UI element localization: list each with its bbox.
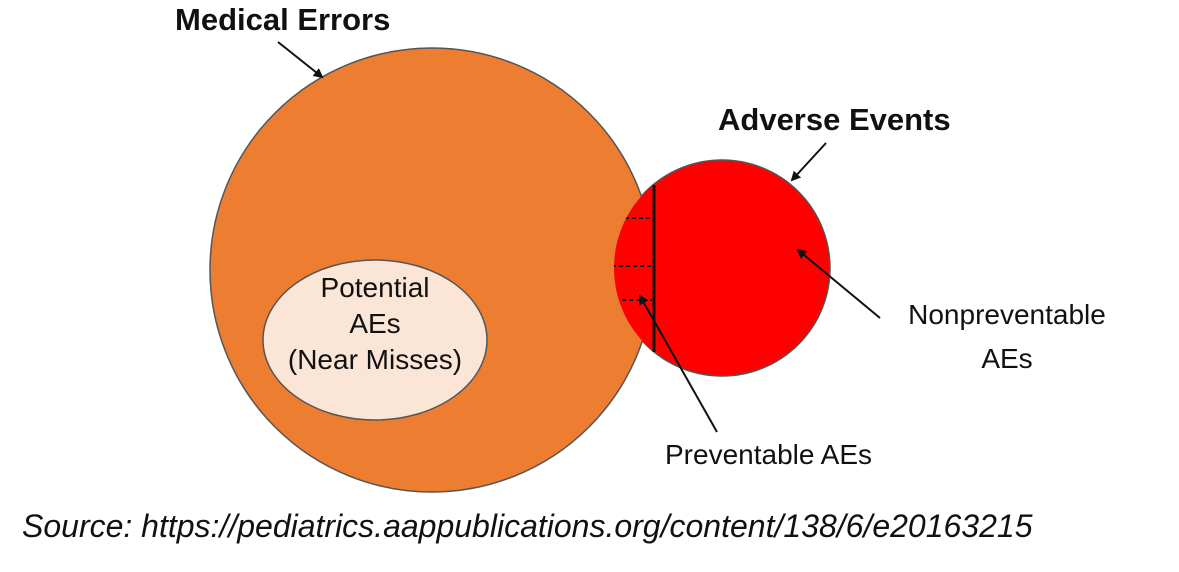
nonpreventable-label-line2: AEs [981,343,1032,374]
preventable-overlap-region [614,184,654,352]
potential-aes-label-line2: AEs [349,308,400,339]
medical-errors-label: Medical Errors [175,2,390,37]
potential-aes-ellipse [262,259,488,421]
medical-errors-circle [209,47,655,493]
nonpreventable-arrow [796,248,881,319]
adverse-events-label: Adverse Events [718,102,951,137]
potential-aes-label-line1: Potential [321,272,430,303]
nonpreventable-label-line1: Nonpreventable [908,299,1106,330]
medical-errors-arrow [277,41,324,79]
adverse-events-arrow [790,142,827,182]
preventable-arrow [639,294,718,433]
source-citation: Source: https://pediatrics.aappublicatio… [22,508,1033,544]
potential-aes-label-line3: (Near Misses) [288,344,462,375]
preventable-label: Preventable AEs [665,439,872,470]
